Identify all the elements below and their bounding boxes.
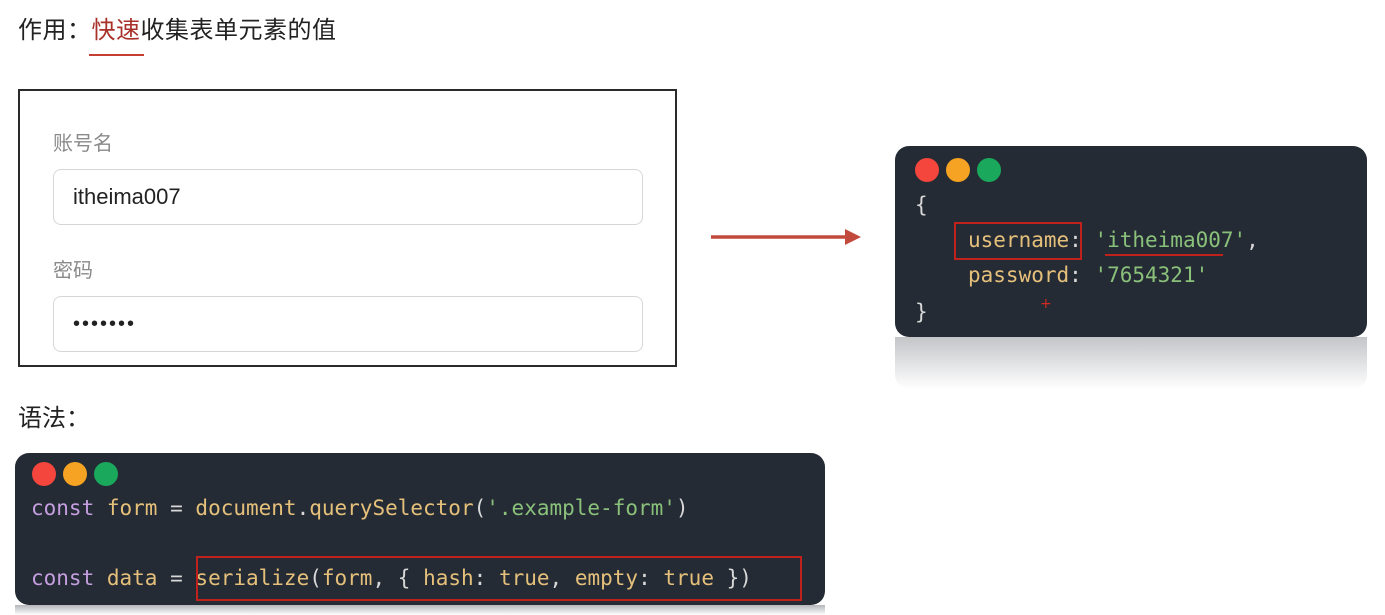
password-key: password — [968, 263, 1070, 287]
heading-highlight: 快速 — [88, 16, 144, 56]
close-dot-icon — [32, 462, 56, 486]
open-brace: { — [915, 193, 928, 217]
cursor-crosshair-icon: + — [1040, 296, 1052, 312]
result-code-window: { username: 'itheima007', password: '765… — [895, 146, 1367, 337]
password-value: '7654321' — [1094, 263, 1209, 287]
username-key: username — [968, 228, 1070, 252]
username-value: 'itheima007' — [1094, 228, 1247, 252]
minimize-dot-icon — [63, 462, 87, 486]
username-input[interactable]: itheima007 — [53, 169, 643, 225]
page-heading: 作用：快速收集表单元素的值 — [18, 14, 337, 56]
minimize-dot-icon — [946, 158, 970, 182]
username-line: username: 'itheima007', — [968, 228, 1259, 252]
password-label: 密码 — [53, 258, 93, 282]
maximize-dot-icon — [94, 462, 118, 486]
close-brace: } — [915, 300, 928, 324]
window-reflection — [15, 605, 825, 615]
username-label: 账号名 — [53, 131, 113, 155]
window-controls — [915, 158, 1001, 182]
code-line-1: const form = document.querySelector('.ex… — [31, 496, 689, 520]
window-controls — [32, 462, 118, 486]
heading-rest: 收集表单元素的值 — [140, 16, 337, 44]
arrow-right-icon — [711, 229, 861, 245]
close-dot-icon — [915, 158, 939, 182]
syntax-code-window: const form = document.querySelector('.ex… — [15, 453, 825, 605]
code-line-2: const data = serialize(form, { hash: tru… — [31, 566, 752, 590]
maximize-dot-icon — [977, 158, 1001, 182]
username-value-underline — [1105, 254, 1223, 256]
syntax-label: 语法： — [18, 404, 90, 432]
serialize-call-highlight — [196, 556, 802, 601]
window-reflection — [895, 337, 1367, 389]
password-input[interactable]: ••••••• — [53, 296, 643, 352]
example-form: 账号名 itheima007 密码 ••••••• — [18, 89, 677, 367]
username-key-highlight — [954, 222, 1082, 260]
password-line: password: '7654321' — [968, 263, 1209, 287]
heading-prefix: 作用： — [18, 16, 92, 44]
